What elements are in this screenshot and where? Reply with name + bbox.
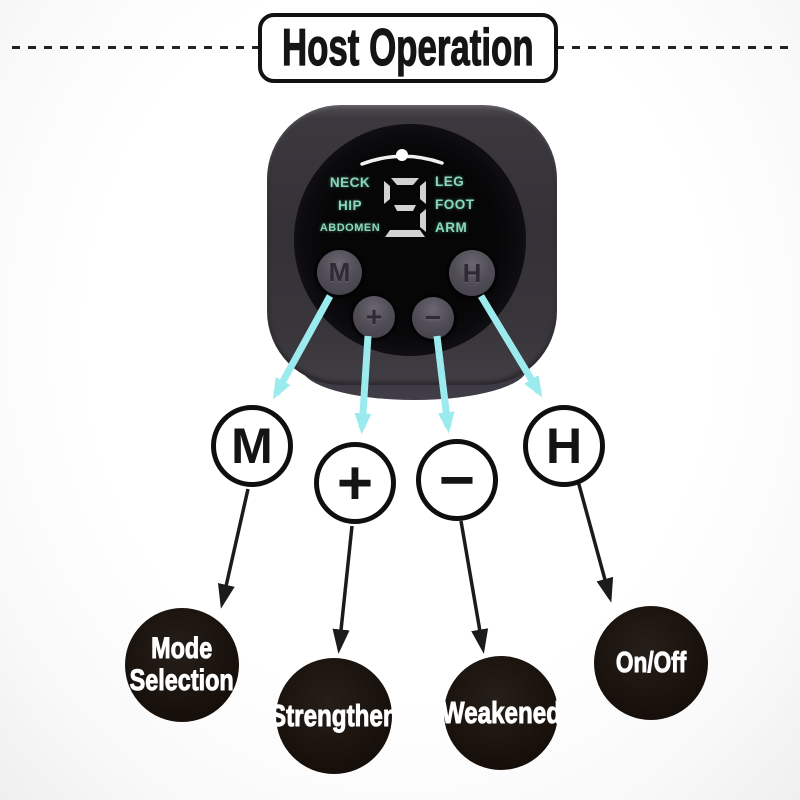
arrow-m-to-mode [217, 488, 250, 609]
arrow-device-to-m [272, 294, 334, 400]
screen-label-foot: FOOT [435, 197, 475, 212]
title-banner: Host Operation [258, 13, 558, 83]
key-circle-h: H [523, 405, 605, 487]
device-button-mode: M [317, 250, 362, 295]
screen-label-leg: LEG [435, 174, 465, 189]
key-circle-plus: + [314, 442, 396, 524]
key-circle-m: M [211, 405, 293, 487]
seven-segment-display [384, 178, 426, 237]
display-arc [360, 149, 444, 166]
arrow-plus-to-strengthen [332, 525, 354, 654]
arrow-minus-to-weakened [459, 520, 489, 654]
function-weakened: Weakened [441, 656, 561, 770]
function-mode-selection: Mode Selection [125, 608, 239, 722]
device-face: NECK HIP ABDOMEN LEG FOOT ARM M + − H [294, 124, 526, 356]
device-button-plus: + [353, 296, 395, 338]
arrow-device-to-h [478, 294, 543, 398]
arrow-device-to-minus [433, 335, 455, 434]
arrow-h-to-onoff [576, 480, 614, 603]
device-button-minus: − [412, 297, 454, 339]
function-strengthen: Strengthen [270, 658, 398, 774]
screen-label-hip: HIP [337, 198, 362, 213]
device-button-power: H [449, 250, 495, 296]
screen-label-abdomen: ABDOMEN [319, 222, 381, 234]
screen-label-arm: ARM [435, 220, 468, 235]
page-title: Host Operation [282, 18, 534, 77]
screen-label-neck: NECK [329, 175, 371, 190]
function-on-off: On/Off [594, 606, 708, 720]
key-circle-minus: − [416, 439, 498, 521]
arrow-device-to-plus [354, 335, 372, 435]
